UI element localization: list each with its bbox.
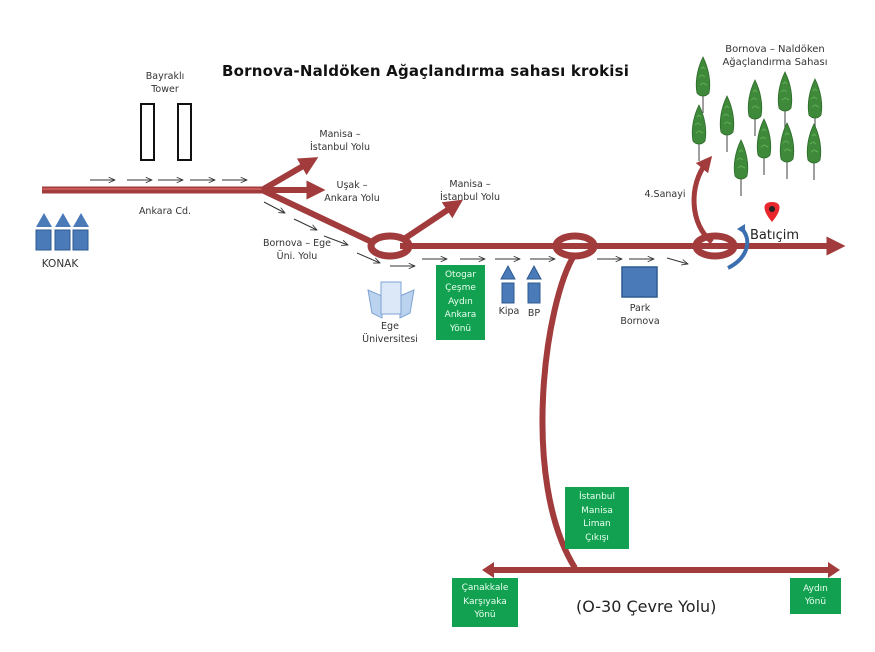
cevre-yolu-connector bbox=[539, 252, 578, 570]
afforestation-trees bbox=[691, 56, 823, 197]
bornova-ege-label: Bornova – Ege Üni. Yolu bbox=[262, 238, 331, 262]
tree-icon bbox=[733, 139, 749, 197]
park-bornova-label: Park Bornova bbox=[620, 303, 660, 327]
istanbul-exit-sign: İstanbul Manisa Liman Çıkışı bbox=[565, 487, 629, 549]
ankara-cd-label: Ankara Cd. bbox=[138, 206, 192, 217]
ege-universitesi-label: Ege Üniversitesi bbox=[362, 321, 418, 345]
building-cluster-icon bbox=[35, 213, 89, 251]
aydin-direction-sign: Aydın Yönü bbox=[790, 578, 841, 614]
tree-icon bbox=[719, 95, 735, 153]
university-icon bbox=[367, 281, 415, 319]
manisa-istanbul-label-2: Manisa – İstanbul Yolu bbox=[439, 179, 501, 203]
sanayi-label: 4.Sanayi bbox=[644, 189, 686, 200]
roundabout-3 bbox=[692, 232, 738, 260]
sanayi-road bbox=[691, 155, 714, 244]
map-title: Bornova-Naldöken Ağaçlandırma sahası kro… bbox=[222, 62, 630, 80]
bp-building-icon bbox=[526, 264, 542, 304]
tree-icon bbox=[747, 79, 763, 137]
tree-icon bbox=[777, 71, 793, 129]
ankara-caddesi-road bbox=[42, 186, 262, 194]
map-pin-icon bbox=[764, 202, 780, 222]
cevre-yolu-label: (O-30 Çevre Yolu) bbox=[576, 597, 717, 616]
mall-icon bbox=[621, 266, 658, 298]
bp-label: BP bbox=[527, 308, 541, 319]
baticim-label: Batıçim bbox=[750, 228, 800, 243]
tree-icon bbox=[779, 122, 795, 180]
canakkale-direction-sign: Çanakkale Karşıyaka Yönü bbox=[452, 578, 518, 627]
manisa-istanbul-label-1: Manisa – İstanbul Yolu bbox=[309, 129, 371, 153]
roundabout-1 bbox=[367, 232, 413, 260]
twin-towers-icon bbox=[140, 103, 192, 161]
u-turn-arrowhead bbox=[737, 224, 745, 234]
konak-label: KONAK bbox=[41, 258, 79, 270]
afforestation-area-label: Bornova – Naldöken Ağaçlandırma Sahası bbox=[722, 44, 828, 68]
tree-icon bbox=[806, 123, 822, 181]
otogar-direction-sign: Otogar Çeşme Aydın Ankara Yönü bbox=[436, 265, 485, 340]
bornova-main-road bbox=[400, 199, 846, 256]
tree-icon bbox=[691, 104, 707, 162]
kipa-label: Kipa bbox=[498, 306, 520, 317]
branch-roads bbox=[260, 157, 376, 246]
cevre-yolu-road bbox=[482, 562, 840, 578]
kipa-building-icon bbox=[500, 264, 516, 304]
bayrakli-tower-label: Bayraklı Tower bbox=[145, 71, 185, 95]
tree-icon bbox=[756, 118, 772, 176]
usak-ankara-label: Uşak – Ankara Yolu bbox=[324, 180, 380, 204]
traffic-flow-arrows bbox=[90, 180, 688, 266]
